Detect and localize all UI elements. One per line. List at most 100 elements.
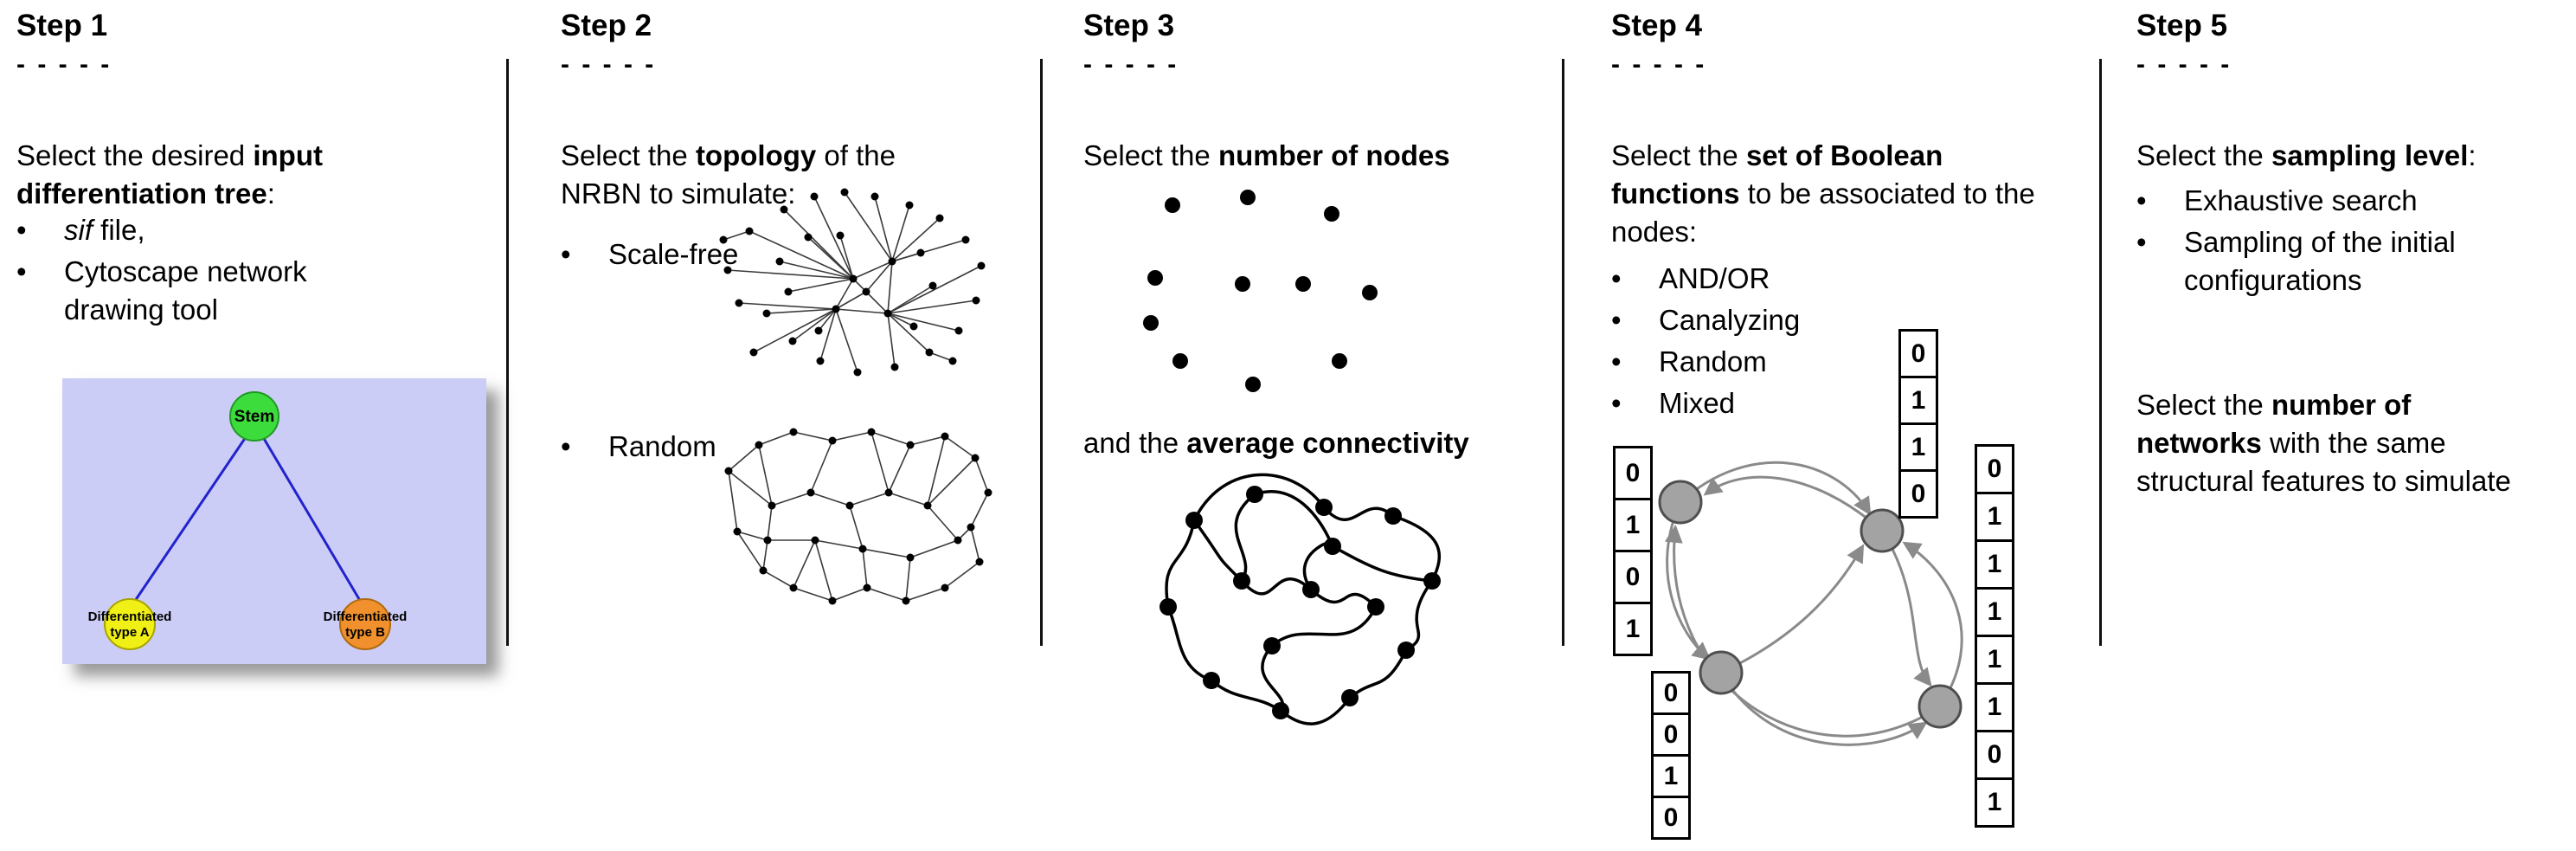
step3-title: Step 3 [1083, 9, 1175, 42]
step4-panel: Step 4 - - - - - Select the set of Boole… [1611, 0, 2094, 851]
type-a-node [104, 598, 156, 650]
step4-bullet-list: • AND/OR • Canalyzing • Random • Mixed [1611, 260, 1800, 426]
step2-bullet-scale-free: • Scale-free [561, 235, 738, 277]
type-b-node [339, 598, 391, 650]
truth-table-cell: 1 [1975, 539, 2014, 590]
truth-table-top: 0 1 1 0 [1898, 329, 1938, 519]
truth-table-cell: 1 [1975, 777, 2014, 828]
random-functions-label: Random [1659, 345, 1767, 377]
step2-intro: Select the topology of the NRBN to simul… [561, 137, 946, 213]
step1-intro-post: : [267, 177, 275, 210]
step3-connectivity-text: and the average connectivity [1083, 424, 1469, 462]
step3-text2-bold: average connectivity [1186, 427, 1469, 459]
type-a-label-line1: Differentiated [88, 609, 172, 624]
step1-bullet-list: • sif file, • Cytoscape network drawing … [16, 211, 350, 332]
bullet-icon: • [2136, 184, 2147, 216]
step4-dashes: - - - - - [1611, 50, 1707, 79]
step5-panel: Step 5 - - - - - Select the sampling lev… [2136, 0, 2573, 851]
truth-table-right: 0 1 1 1 1 1 0 1 [1975, 444, 2014, 828]
truth-table-cell: 0 [1975, 730, 2014, 780]
bullet-icon: • [2136, 226, 2147, 258]
truth-table-cell: 0 [1651, 796, 1691, 840]
divider-4 [2099, 59, 2102, 646]
boolean-network-edges [1664, 461, 1963, 746]
truth-table-cell: 1 [1613, 498, 1653, 552]
truth-table-cell: 0 [1898, 469, 1938, 519]
sampling-label: Sampling of the initial configurations [2184, 226, 2456, 296]
step1-panel: Step 1 - - - - - Select the desired inpu… [16, 0, 506, 851]
and-or-label: AND/OR [1659, 262, 1770, 294]
exhaustive-label: Exhaustive search [2184, 184, 2418, 216]
step2-dashes: - - - - - [561, 50, 657, 79]
list-item-exhaustive: • Exhaustive search [2136, 182, 2530, 220]
random-label: Random [608, 430, 716, 462]
truth-table-cell: 0 [1613, 550, 1653, 604]
divider-1 [506, 59, 509, 646]
step5-intro: Select the sampling level: [2136, 137, 2476, 175]
step1-title: Step 1 [16, 9, 108, 42]
boolean-network-nodes [1658, 480, 1963, 729]
step4-intro: Select the set of Boolean functions to b… [1611, 137, 2035, 251]
stem-node-label: Stem [234, 408, 274, 426]
tree-edge-to-type-a [132, 436, 247, 604]
step5-bullet-list: • Exhaustive search • Sampling of the in… [2136, 182, 2530, 303]
sif-italic: sif [64, 214, 93, 246]
bullet-icon: • [16, 214, 27, 246]
type-b-label-line1: Differentiated [324, 609, 408, 624]
step5-para2-l1bold: number of [2271, 389, 2412, 421]
nodes-scatter-image [1143, 190, 1378, 392]
bullet-icon: • [561, 430, 571, 462]
sif-file-label: sif file, [64, 211, 145, 249]
divider-2 [1040, 59, 1043, 646]
random-network-image [724, 428, 992, 605]
scale-free-network-image [719, 188, 986, 377]
truth-table-cell: 1 [1898, 376, 1938, 425]
bullet-icon: • [1611, 304, 1622, 336]
bullet-icon: • [1611, 387, 1622, 419]
truth-table-cell: 0 [1651, 712, 1691, 757]
list-item-mixed: • Mixed [1611, 384, 1800, 422]
type-b-label-line2: type B [345, 625, 385, 640]
step5-para2-l2bold: networks [2136, 427, 2262, 459]
step5-intro-pre: Select the [2136, 139, 2271, 171]
stem-node [229, 391, 279, 442]
step5-intro-post: : [2468, 139, 2476, 171]
sif-rest: file, [93, 214, 145, 246]
step3-intro-pre: Select the [1083, 139, 1218, 171]
truth-table-cell: 1 [1898, 422, 1938, 472]
bullet-icon: • [1611, 262, 1622, 294]
step3-dashes: - - - - - [1083, 50, 1179, 79]
truth-table-cell: 1 [1975, 587, 2014, 637]
step2-intro-bold: topology [695, 139, 817, 171]
truth-table-cell: 1 [1613, 602, 1653, 656]
scale-free-label: Scale-free [608, 238, 739, 270]
step2-intro-post: of the NRBN to simulate: [561, 139, 896, 210]
list-item-canalyzing: • Canalyzing [1611, 301, 1800, 339]
list-item-random: • Random [561, 428, 716, 466]
truth-table-cell: 0 [1975, 444, 2014, 494]
truth-table-cell: 1 [1651, 754, 1691, 798]
step5-para2-l1pre: Select the [2136, 389, 2271, 421]
step3-intro-bold: number of nodes [1217, 139, 1450, 171]
truth-table-bottom-left: 0 0 1 0 [1651, 671, 1691, 840]
step5-title: Step 5 [2136, 9, 2228, 42]
list-item-sif-file: • sif file, [16, 211, 350, 249]
truth-table-cell: 0 [1651, 671, 1691, 715]
cytoscape-label: Cytoscape network drawing tool [64, 255, 307, 326]
step4-intro-pre: Select the [1611, 139, 1746, 171]
step1-intro-pre: Select the desired [16, 139, 254, 171]
list-item-cytoscape: • Cytoscape network drawing tool [16, 253, 350, 329]
differentiation-tree-svg: Stem Differentiated type A Differentiate… [62, 378, 486, 664]
step2-panel: Step 2 - - - - - Select the topology of … [561, 0, 1035, 851]
list-item-and-or: • AND/OR [1611, 260, 1800, 298]
truth-table-cell: 0 [1613, 446, 1653, 500]
gene-node [1699, 650, 1744, 695]
list-item-random-functions: • Random [1611, 343, 1800, 381]
gene-node [1860, 508, 1905, 553]
step1-intro: Select the desired input differentiation… [16, 137, 488, 213]
step5-intro-bold: sampling level [2271, 139, 2469, 171]
step3-text2-pre: and the [1083, 427, 1187, 459]
list-item-scale-free: • Scale-free [561, 235, 738, 274]
